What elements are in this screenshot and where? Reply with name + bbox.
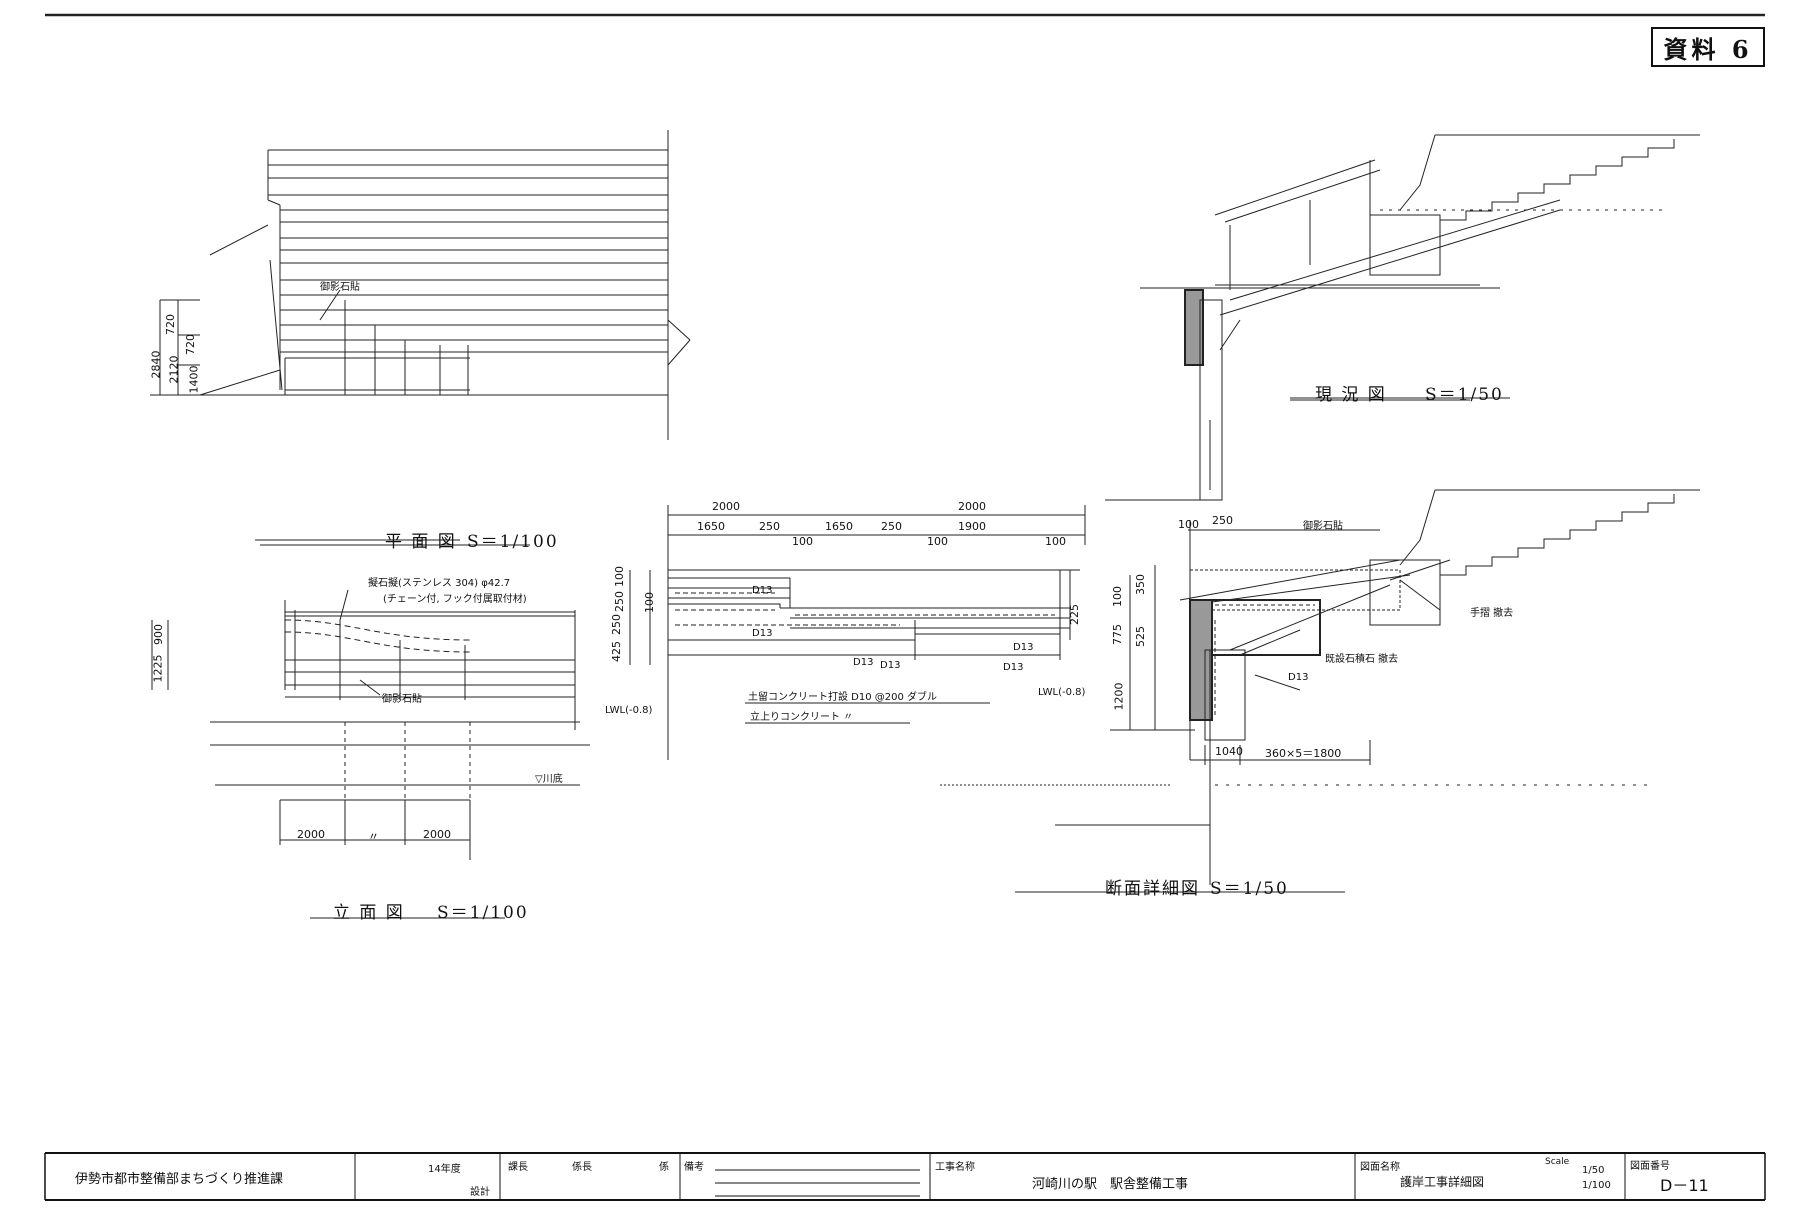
plan-note: 御影石貼 (320, 282, 360, 293)
current-scale: S＝1/50 (1425, 385, 1504, 405)
tb-year-sub: 設計 (470, 1187, 490, 1198)
elevation-note-top-1: 擬石擬(ステンレス 304) φ42.7 (368, 578, 511, 589)
section-left-525: 525 (1134, 626, 1147, 647)
section-left-350: 350 (1134, 574, 1147, 595)
tb-stamp-subchief: 係長 (572, 1162, 592, 1173)
elevation-dim-mid: 〃 (368, 830, 379, 843)
detail-bar-2: D13 (752, 628, 773, 639)
document-badge: 資料 6 (1651, 27, 1765, 67)
section-left-100: 100 (1111, 586, 1124, 607)
detail-bar-4: D13 (880, 660, 901, 671)
section-left-775: 775 (1111, 624, 1124, 645)
elevation-dim-right: 2000 (423, 828, 451, 841)
section-note-handrail: 手摺 撤去 (1470, 608, 1514, 619)
detail-dim-1650b: 1650 (825, 520, 853, 533)
tb-remarks-label: 備考 (684, 1162, 704, 1173)
detail-bar-5: D13 (1003, 662, 1024, 673)
elevation-note-bottom: 御影石貼 (382, 694, 422, 705)
detail-dim-100b: 100 (927, 535, 948, 548)
tb-department: 伊勢市都市整備部まちづくり推進課 (75, 1172, 284, 1187)
section-bottom-1040: 1040 (1215, 745, 1243, 758)
detail-left-250a: 250 (613, 591, 626, 612)
detail-dim-1900: 1900 (958, 520, 986, 533)
section-title: 断面詳細図 (1105, 879, 1200, 899)
elev-dim-1225: 1225 (151, 654, 165, 683)
detail-left-425: 425 (610, 641, 623, 662)
tb-project-name: 河崎川の駅 駅舎整備工事 (1032, 1177, 1189, 1192)
elevation-dim-left: 2000 (297, 828, 325, 841)
plan-scale: S＝1/100 (467, 532, 559, 552)
section-view-drawing (940, 489, 1700, 885)
section-note-stone: 御影石貼 (1303, 521, 1343, 532)
section-note-remove: 既設石積石 撤去 (1325, 654, 1399, 665)
detail-dim-1650a: 1650 (697, 520, 725, 533)
elevation-scale: S＝1/100 (437, 903, 529, 923)
current-title: 現 況 図 (1315, 385, 1387, 405)
section-bar: D13 (1288, 672, 1309, 683)
detail-dim-250b: 250 (881, 520, 902, 533)
detail-left-100a: 100 (613, 566, 626, 587)
tb-scale-1: 1/50 (1582, 1165, 1605, 1176)
plan-title: 平 面 図 (385, 532, 457, 552)
detail-left-100b: 100 (643, 592, 656, 613)
elevation-lwl: LWL(-0.8) (605, 705, 653, 716)
tb-number: D－11 (1660, 1176, 1709, 1195)
section-top-100: 100 (1178, 518, 1199, 531)
detail-view-drawing (629, 505, 1086, 760)
tb-scale-label: Scale (1545, 1157, 1570, 1167)
elevation-riverbed: ▽川底 (535, 774, 563, 785)
detail-top-1: 2000 (712, 500, 740, 513)
detail-top-2: 2000 (958, 500, 986, 513)
tb-stamp-staff: 係 (659, 1162, 669, 1173)
tb-drawing-name: 護岸工事詳細図 (1400, 1175, 1485, 1189)
elevation-note-top-2: (チェーン付, フック付属取付材) (383, 594, 527, 605)
tb-drawing-label: 図面名称 (1360, 1162, 1400, 1173)
detail-bar-1: D13 (752, 585, 773, 596)
title-block-frame (44, 1152, 1766, 1201)
tb-year: 14年度 (428, 1164, 461, 1175)
detail-dim-250a: 250 (759, 520, 780, 533)
plan-dim-720b: 720 (184, 334, 197, 355)
tb-number-label: 図面番号 (1630, 1161, 1670, 1172)
section-bottom-1800: 360×5＝1800 (1265, 747, 1342, 760)
plan-view-drawing (150, 130, 691, 440)
tb-scale-2: 1/100 (1582, 1180, 1611, 1191)
plan-dim-720a: 720 (164, 314, 177, 335)
detail-note-1: 土留コンクリート打設 D10 @200 ダブル (748, 692, 938, 703)
elevation-title: 立 面 図 (333, 903, 405, 923)
detail-left-250b: 250 (610, 614, 623, 635)
detail-dim-100a: 100 (792, 535, 813, 548)
section-left-1200: 1200 (1112, 682, 1126, 711)
plan-dim-2840: 2840 (149, 350, 163, 379)
detail-bar-3: D13 (853, 657, 874, 668)
tb-stamp-chief: 課長 (508, 1162, 528, 1173)
section-top-250: 250 (1212, 514, 1233, 527)
detail-lwl: LWL(-0.8) (1038, 687, 1086, 698)
detail-note-2: 立上りコンクリート 〃 (750, 712, 854, 723)
elev-dim-900: 900 (152, 624, 165, 645)
section-scale: S＝1/50 (1210, 879, 1289, 899)
detail-right-225: 225 (1068, 604, 1081, 625)
current-view-drawing (1105, 134, 1700, 501)
detail-dim-100c: 100 (1045, 535, 1066, 548)
tb-project-label: 工事名称 (935, 1162, 975, 1173)
plan-dim-1400: 1400 (187, 365, 201, 394)
elevation-view-drawing (151, 539, 590, 860)
plan-dim-2120: 2120 (167, 355, 181, 384)
detail-bar-6: D13 (1013, 642, 1034, 653)
